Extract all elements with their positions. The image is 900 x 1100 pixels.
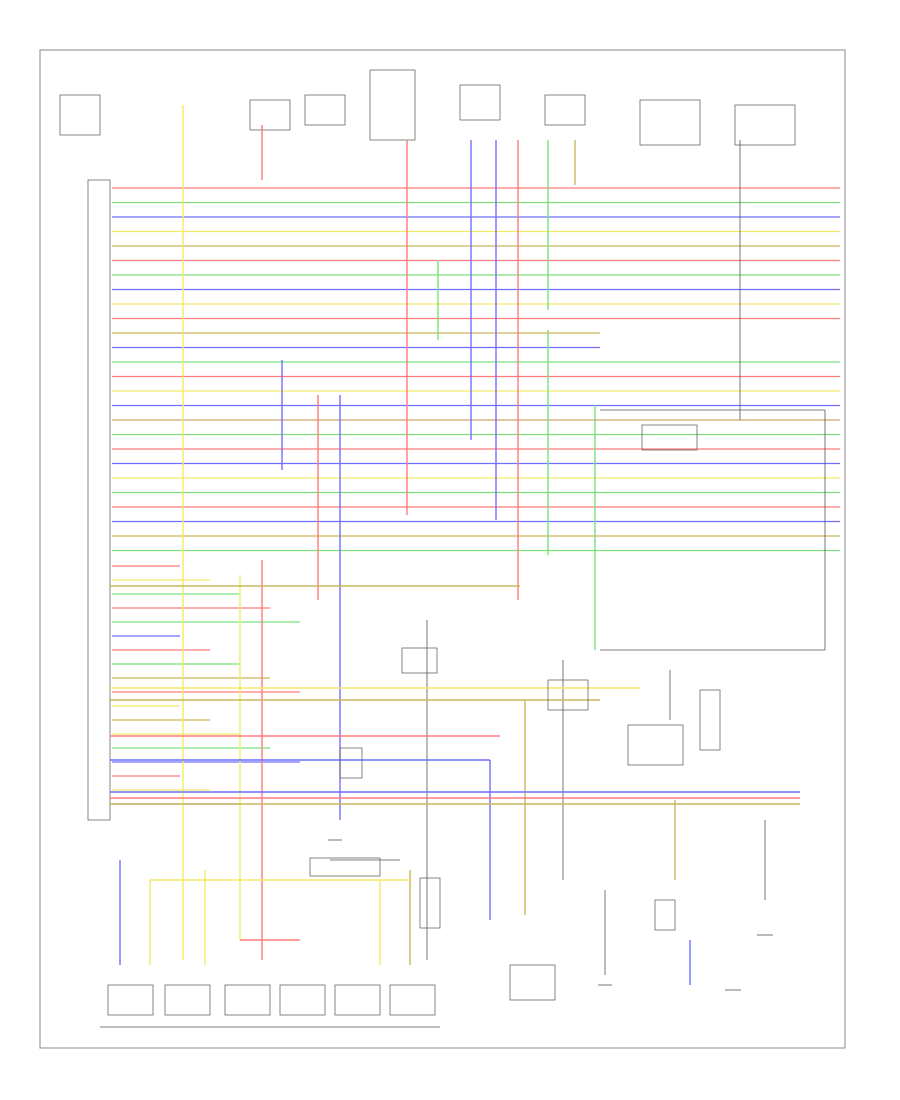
injector-1 (107, 984, 154, 1016)
fuse-box-2 (304, 94, 346, 126)
sensor-component-bottom-right (654, 899, 676, 931)
ground-symbols (328, 839, 773, 991)
injector-6 (389, 984, 436, 1016)
injector-2 (164, 984, 211, 1016)
ecu-connector-block (87, 179, 111, 821)
relay-component-center (401, 647, 438, 674)
sensor-box-far-right (734, 104, 796, 146)
module-component-right (627, 724, 684, 766)
vertical-wires (119, 105, 826, 985)
connector-top-left (59, 94, 101, 136)
sensor-component-center (339, 747, 363, 779)
module-component-right-2 (699, 689, 721, 751)
switch-component (547, 679, 589, 711)
ground-bar-center (309, 857, 381, 877)
injector-4 (279, 984, 326, 1016)
injector-5 (334, 984, 381, 1016)
top-components (59, 69, 796, 146)
switch-component-right (641, 424, 698, 451)
horizontal-wires (112, 187, 840, 805)
injector-3 (224, 984, 271, 1016)
sensor-component-bottom (509, 964, 556, 1001)
fuse-box-4 (544, 94, 586, 126)
connector-bottom-center (419, 877, 441, 929)
relay-block (369, 69, 416, 141)
components (309, 424, 721, 1001)
injector-row (100, 984, 440, 1028)
bus-wires (110, 409, 825, 941)
sensor-box-top-right (639, 99, 701, 146)
fuse-box-3 (459, 84, 501, 121)
diagram-frame (39, 49, 846, 1049)
fuse-box-left (249, 99, 291, 131)
